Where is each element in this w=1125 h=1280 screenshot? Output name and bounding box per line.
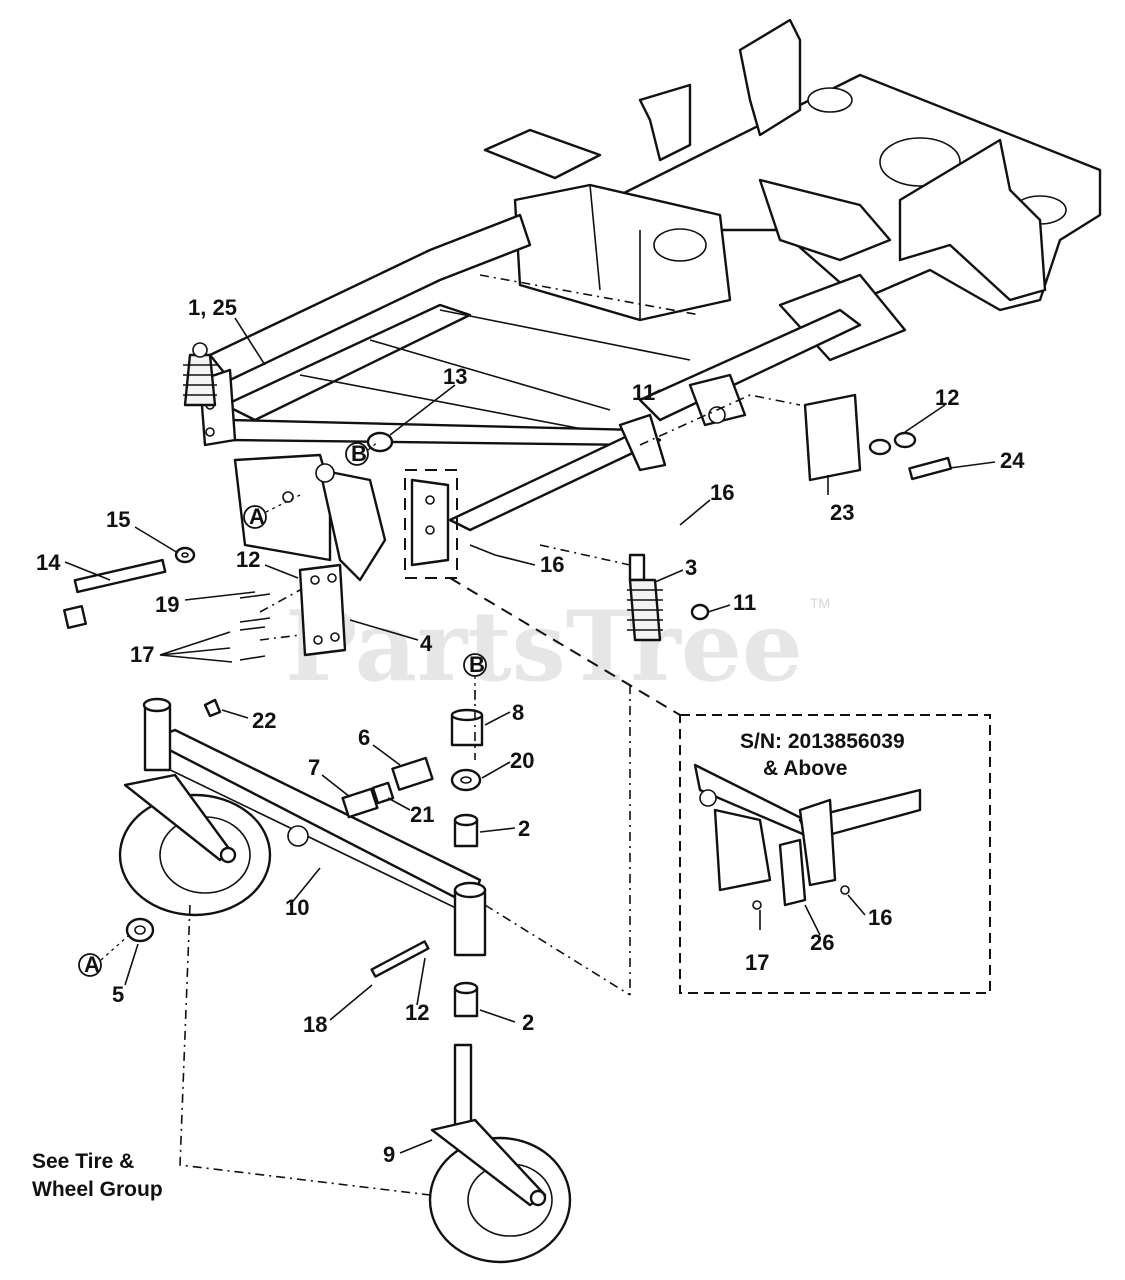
note-line2: Wheel Group: [32, 1178, 163, 1201]
callout-9: 9: [383, 1142, 395, 1167]
callout-12-lower: 12: [405, 1000, 429, 1025]
upper-frame: [183, 18, 1102, 582]
marker-b-circle: [345, 442, 369, 466]
callout-7: 7: [308, 755, 320, 780]
connection-lines: [179, 274, 801, 1196]
callout-22: 22: [252, 708, 276, 733]
serial-inset: S/N: 2013856039 & Above: [679, 714, 991, 994]
bolt-14: [73, 558, 167, 594]
callout-12-left: 12: [236, 547, 260, 572]
tire-wheel-note: See Tire & Wheel Group: [32, 1150, 163, 1201]
callout-19: 19: [155, 592, 179, 617]
inset-above-text: & Above: [763, 757, 847, 780]
callout-6: 6: [358, 725, 370, 750]
right-caster-wheel: [428, 1136, 572, 1264]
callout-14: 14: [36, 550, 61, 575]
reference-markers: B A B A: [78, 441, 487, 977]
callout-17: 17: [130, 642, 154, 667]
callout-4: 4: [420, 631, 433, 656]
callout-24: 24: [1000, 448, 1025, 473]
marker-a-lower: A: [84, 952, 100, 977]
callout-21: 21: [410, 802, 434, 827]
callout-23: 23: [830, 500, 854, 525]
front-axle-group: [118, 697, 572, 1264]
marker-b-lower: B: [469, 652, 485, 677]
callout-26-inset: 26: [810, 930, 834, 955]
callout-3: 3: [685, 555, 697, 580]
callout-16-center: 16: [540, 552, 564, 577]
leader-lines: [64, 317, 996, 1154]
axle-bracket-group: [63, 546, 347, 661]
callout-1-25: 1, 25: [188, 295, 237, 320]
marker-a-circle: [243, 505, 267, 529]
plate-23: [803, 393, 862, 482]
watermark-trademark: TM: [810, 595, 830, 611]
callout-8: 8: [512, 700, 524, 725]
marker-a2-circle: [78, 953, 102, 977]
callout-11-upper: 11: [632, 380, 655, 405]
callout-18: 18: [303, 1012, 327, 1037]
note-line1: See Tire &: [32, 1150, 134, 1173]
marker-b-upper: B: [351, 441, 367, 466]
callout-labels: 1, 25 13 11 12 24 23 16 16 3 11 15 14 12…: [36, 295, 1025, 1167]
inset-serial-text: S/N: 2013856039: [740, 730, 905, 753]
callout-2-lower: 2: [522, 1010, 534, 1035]
callout-15: 15: [106, 507, 130, 532]
callout-17-inset: 17: [745, 950, 769, 975]
callout-12-right: 12: [935, 385, 959, 410]
shock-group: [627, 393, 953, 642]
callout-20: 20: [510, 748, 534, 773]
callout-13: 13: [443, 364, 467, 389]
marker-a-upper: A: [249, 504, 265, 529]
callout-16-right: 16: [710, 480, 734, 505]
callout-16-inset: 16: [868, 905, 892, 930]
callout-11-lower: 11: [733, 590, 756, 615]
callout-5: 5: [112, 982, 124, 1007]
callout-10: 10: [285, 895, 309, 920]
callout-2-upper: 2: [518, 816, 530, 841]
